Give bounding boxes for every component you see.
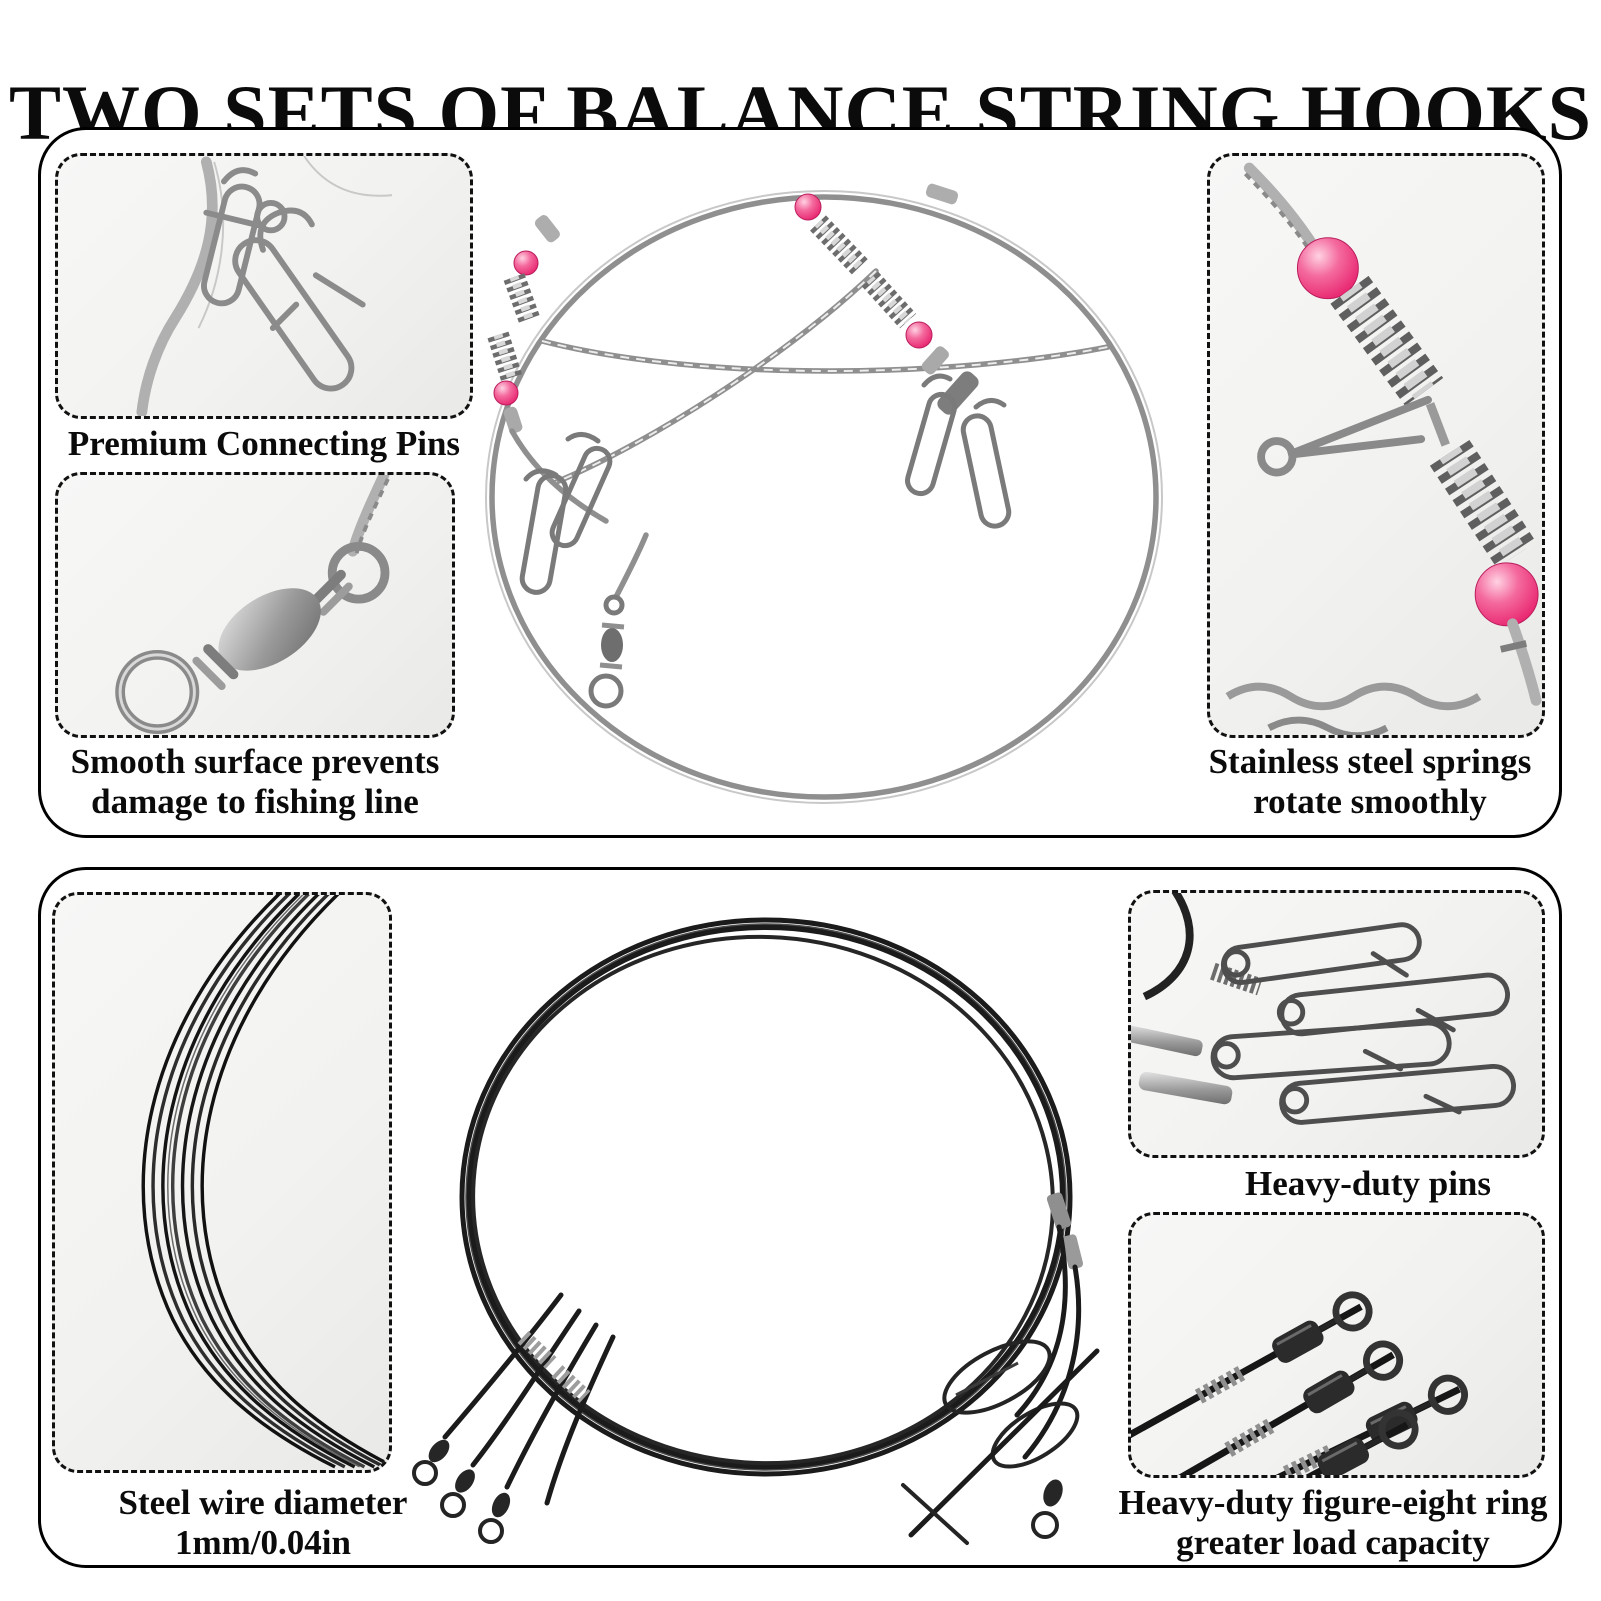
caption-line: greater load capacity xyxy=(1176,1523,1490,1562)
inset-steel-wire xyxy=(52,892,392,1473)
caption-smooth-surface: Smooth surface prevents damage to fishin… xyxy=(55,742,455,822)
caption-line: 1mm/0.04in xyxy=(175,1523,351,1562)
caption-figure-eight-ring: Heavy-duty figure-eight ring greater loa… xyxy=(1105,1483,1561,1563)
caption-heavy-duty-pins: Heavy-duty pins xyxy=(1128,1164,1601,1204)
caption-line: Heavy-duty pins xyxy=(1244,1164,1492,1203)
figure-eight-swivels-photo xyxy=(1131,1291,1468,1475)
inset-heavy-duty-pins xyxy=(1128,890,1545,1158)
black-wire-leaders-photo xyxy=(412,917,1100,1545)
inset-stainless-springs xyxy=(1207,153,1545,738)
heavy-duty-pins-photo xyxy=(1131,893,1517,1125)
caption-line: Smooth surface prevents xyxy=(70,742,440,781)
bottom-panel: Steel wire diameter 1mm/0.04in xyxy=(38,867,1562,1568)
caption-line: Premium Connecting Pins xyxy=(67,424,461,463)
inset-premium-connecting-pins xyxy=(55,153,473,419)
caption-line: damage to fishing line xyxy=(91,782,419,821)
caption-line: Steel wire diameter xyxy=(118,1483,408,1522)
caption-premium-connecting-pins: Premium Connecting Pins xyxy=(55,424,473,464)
snap-pins-photo xyxy=(136,156,393,416)
barrel-swivel-photo xyxy=(115,475,390,735)
inset-smooth-swivel xyxy=(55,472,455,738)
caption-line: Heavy-duty figure-eight ring xyxy=(1118,1483,1548,1522)
springs-beads-photo xyxy=(1225,162,1542,735)
caption-stainless-springs: Stainless steel springs rotate smoothly xyxy=(1150,742,1590,822)
caption-line: rotate smoothly xyxy=(1253,782,1487,821)
steel-wire-coil-photo xyxy=(141,895,389,1469)
caption-steel-wire-diameter: Steel wire diameter 1mm/0.04in xyxy=(41,1483,485,1563)
caption-line: Stainless steel springs xyxy=(1208,742,1532,781)
inset-figure-eight-ring xyxy=(1128,1212,1545,1478)
balance-string-rig-photo xyxy=(485,183,1163,804)
top-panel: Premium Connecting Pins Smooth surface p… xyxy=(38,127,1562,838)
